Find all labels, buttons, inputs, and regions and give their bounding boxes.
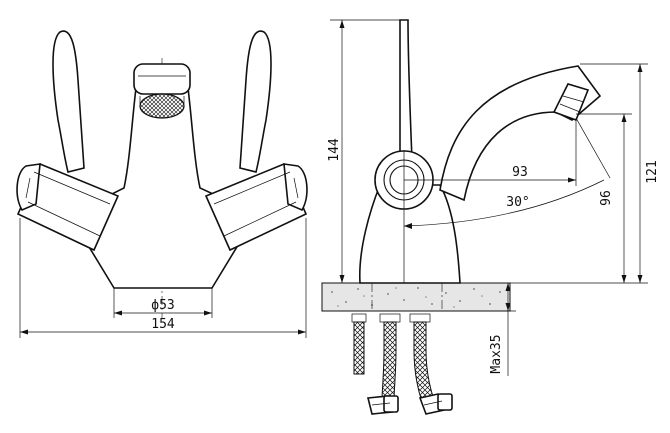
dim-spout-height: 121 (510, 63, 660, 284)
front-view: ф53 154 (16, 30, 308, 338)
side-handle-rod (399, 19, 413, 161)
dim-spout-reach: 93 (404, 118, 577, 186)
front-right-valve (204, 162, 308, 252)
dim-spout-height-label: 121 (645, 160, 660, 183)
front-aerator (139, 93, 185, 119)
dim-max-counter-thickness-label: Max35 (489, 334, 504, 373)
dim-max-counter-thickness: Max35 (430, 283, 516, 376)
side-aerator (552, 83, 590, 122)
side-body (358, 184, 461, 284)
dim-swivel-angle: 30° (403, 117, 611, 229)
dim-overall-width-label: 154 (151, 317, 175, 332)
dim-swivel-angle-label: 30° (506, 195, 529, 210)
dim-height: 144 (327, 19, 400, 283)
hose-right (413, 321, 435, 403)
dim-height-label: 144 (327, 138, 342, 162)
dim-spout-outlet-height-label: 96 (599, 190, 614, 206)
dim-spout-reach-label: 93 (512, 165, 528, 180)
countertop-section (321, 282, 511, 312)
dim-overall-width: 154 (19, 218, 307, 338)
front-left-valve (16, 162, 120, 252)
dim-base-diameter: ф53 (113, 288, 213, 318)
front-left-handle-lever (52, 30, 85, 173)
side-view: 144 121 96 93 (321, 19, 660, 415)
side-supply-hoses (351, 313, 453, 415)
front-spout-head (133, 63, 191, 95)
front-right-handle-lever (239, 30, 272, 173)
threaded-stud (353, 321, 365, 375)
dim-spout-outlet-height: 96 (576, 113, 632, 283)
hose-left (381, 321, 397, 401)
dim-base-diameter-label: ф53 (151, 298, 174, 313)
